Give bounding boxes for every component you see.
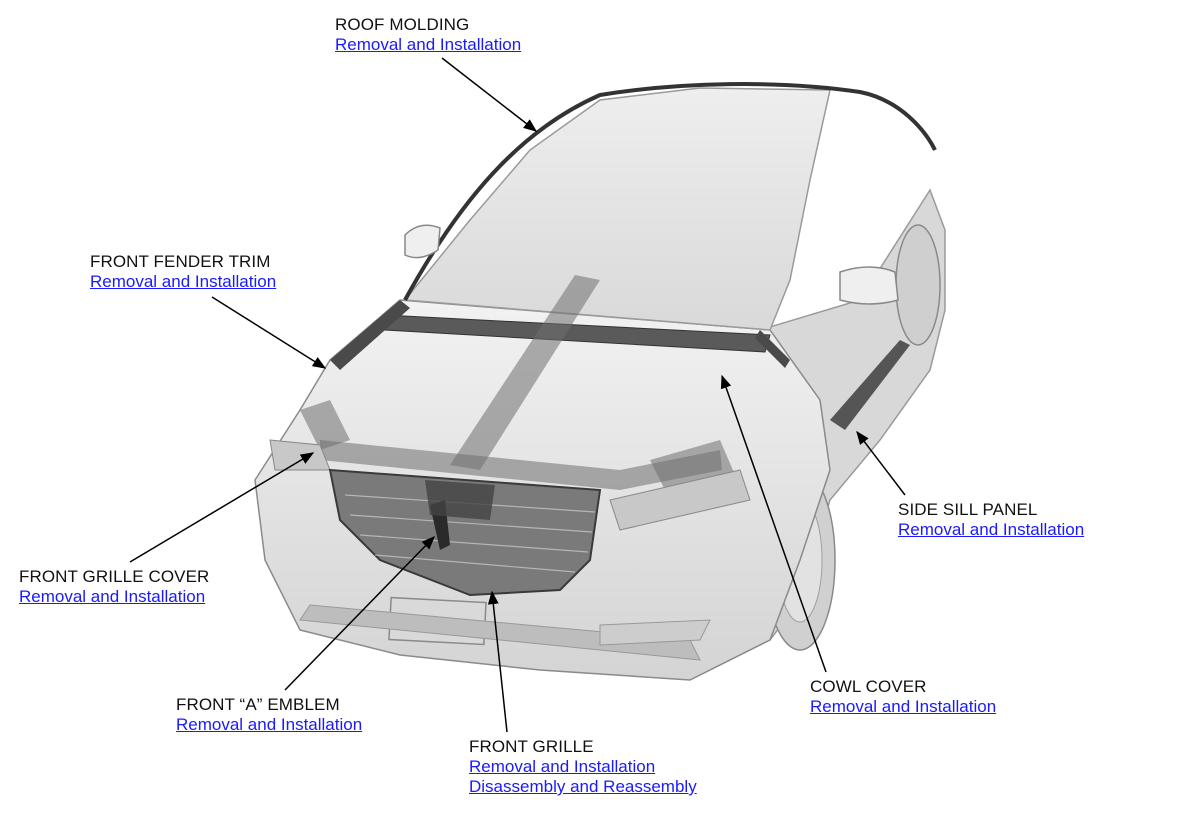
front-fender-trim-part (330, 300, 410, 370)
leader-front-fender-trim (211, 296, 327, 369)
roof-molding-removal-link[interactable]: Removal and Installation (335, 35, 522, 54)
right-mirror (839, 266, 899, 305)
front-grille-title: FRONT GRILLE (469, 737, 594, 756)
leader-cowl-cover (720, 374, 827, 673)
leader-roof-molding (441, 57, 538, 132)
front-a-emblem-removal-link[interactable]: Removal and Installation (176, 715, 363, 734)
side-sill-panel-removal-link[interactable]: Removal and Installation (898, 520, 1085, 539)
windshield (403, 87, 831, 331)
hood-frame (300, 275, 735, 490)
front-fender-trim-removal-link[interactable]: Removal and Installation (90, 272, 277, 291)
roof-molding-title: ROOF MOLDING (335, 15, 470, 34)
roof-molding (403, 82, 937, 301)
front-grille-disassembly-link[interactable]: Disassembly and Reassembly (469, 777, 697, 796)
leader-side-sill-panel (856, 430, 906, 496)
callout-front-a-emblem: FRONT “A” EMBLEM Removal and Installatio… (176, 695, 362, 735)
car-illustration (254, 82, 946, 681)
cowl-cover-removal-link[interactable]: Removal and Installation (810, 697, 997, 716)
callout-cowl-cover: COWL COVER Removal and Installation (810, 677, 996, 717)
front-a-emblem-title: FRONT “A” EMBLEM (176, 695, 340, 714)
callout-front-grille-cover: FRONT GRILLE COVER Removal and Installat… (19, 567, 209, 607)
side-sill-panel-title: SIDE SILL PANEL (898, 500, 1038, 519)
callout-roof-molding: ROOF MOLDING Removal and Installation (335, 15, 521, 55)
leader-front-a-emblem (284, 536, 435, 691)
front-fender-trim-title: FRONT FENDER TRIM (90, 252, 271, 271)
rear-wheel (895, 224, 941, 346)
front-grille-removal-link[interactable]: Removal and Installation (469, 757, 656, 776)
callout-side-sill-panel: SIDE SILL PANEL Removal and Installation (898, 500, 1084, 540)
callout-front-grille: FRONT GRILLE Removal and Installation Di… (469, 737, 697, 797)
front-grille-cover-removal-link[interactable]: Removal and Installation (19, 587, 206, 606)
grille-part (328, 468, 602, 597)
leader-front-grille-cover (129, 452, 315, 563)
callout-front-fender-trim: FRONT FENDER TRIM Removal and Installati… (90, 252, 276, 292)
left-mirror (404, 224, 441, 259)
right-headlight (609, 469, 751, 531)
cowl-cover-title: COWL COVER (810, 677, 927, 696)
side-sill-part (830, 340, 910, 430)
leader-lines (129, 57, 906, 733)
leader-front-grille (487, 590, 508, 733)
front-grille-cover-title: FRONT GRILLE COVER (19, 567, 210, 586)
